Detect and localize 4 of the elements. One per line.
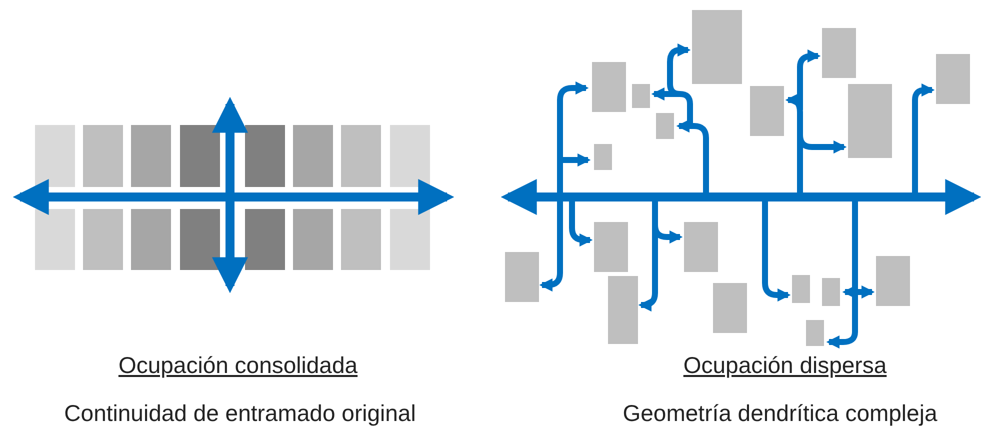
section-heading: Ocupación dispersa [683,352,887,380]
subtitle: Geometría dendrítica compleja [622,400,938,428]
subtitle: Continuidad de entramado original [64,400,416,428]
section-heading: Ocupación consolidada [118,352,358,380]
